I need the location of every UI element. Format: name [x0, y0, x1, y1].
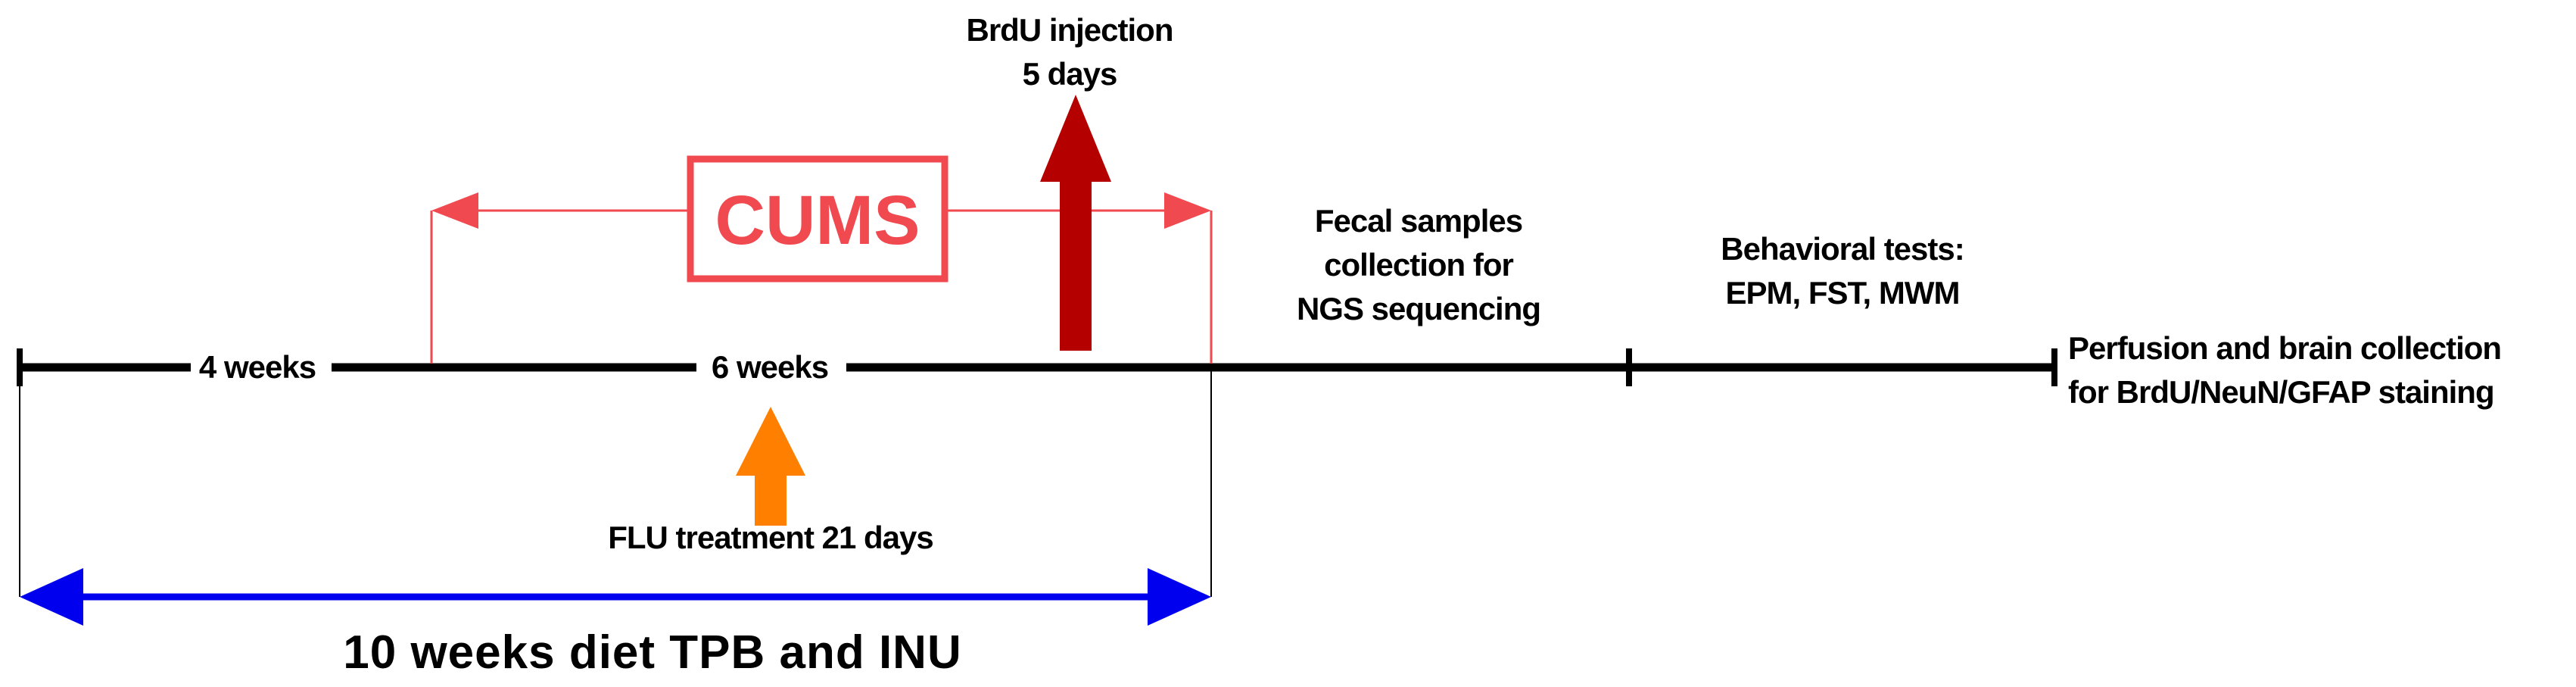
perfusion-collection: Perfusion and brain collection for BrdU/…: [2068, 330, 2502, 410]
fecal-samples: Fecal samples collection for NGS sequenc…: [1297, 203, 1541, 326]
diet-period: 10 weeks diet TPB and INU: [20, 568, 1211, 679]
perfusion-label-line1: Perfusion and brain collection: [2068, 330, 2501, 366]
cums-box: [687, 155, 948, 283]
diet-arrowhead-left: [20, 568, 83, 626]
segment-label-6-weeks: 6 weeks: [712, 349, 828, 385]
behavioral-tests: Behavioral tests: EPM, FST, MWM: [1721, 231, 1964, 311]
behavior-label-line2: EPM, FST, MWM: [1726, 275, 1960, 311]
flu-arrowhead: [736, 407, 805, 476]
fecal-label-line2: collection for: [1324, 247, 1513, 283]
perfusion-label-line2: for BrdU/NeuN/GFAP staining: [2068, 374, 2494, 410]
diet-label: 10 weeks diet TPB and INU: [343, 626, 961, 679]
flu-arrow-shaft: [755, 474, 787, 526]
cums-bracket: CUMS: [430, 155, 1213, 364]
brdu-arrowhead: [1040, 95, 1111, 182]
brdu-label-line1: BrdU injection: [966, 12, 1173, 48]
cums-arrowhead-right: [1164, 192, 1211, 229]
main-timeline: 4 weeks 6 weeks: [17, 348, 2057, 386]
brdu-label-line2: 5 days: [1023, 56, 1117, 92]
cums-arrowhead-left: [431, 192, 478, 229]
flu-treatment: FLU treatment 21 days: [608, 407, 934, 555]
brdu-arrow-shaft: [1060, 178, 1092, 351]
fecal-label-line3: NGS sequencing: [1297, 291, 1540, 326]
flu-label: FLU treatment 21 days: [608, 520, 933, 555]
behavior-label-line1: Behavioral tests:: [1721, 231, 1964, 267]
cums-label: CUMS: [715, 182, 920, 259]
fecal-label-line1: Fecal samples: [1315, 203, 1522, 239]
segment-label-4-weeks: 4 weeks: [199, 349, 316, 385]
diet-arrowhead-right: [1148, 568, 1211, 626]
brdu-injection: BrdU injection 5 days: [966, 12, 1174, 351]
